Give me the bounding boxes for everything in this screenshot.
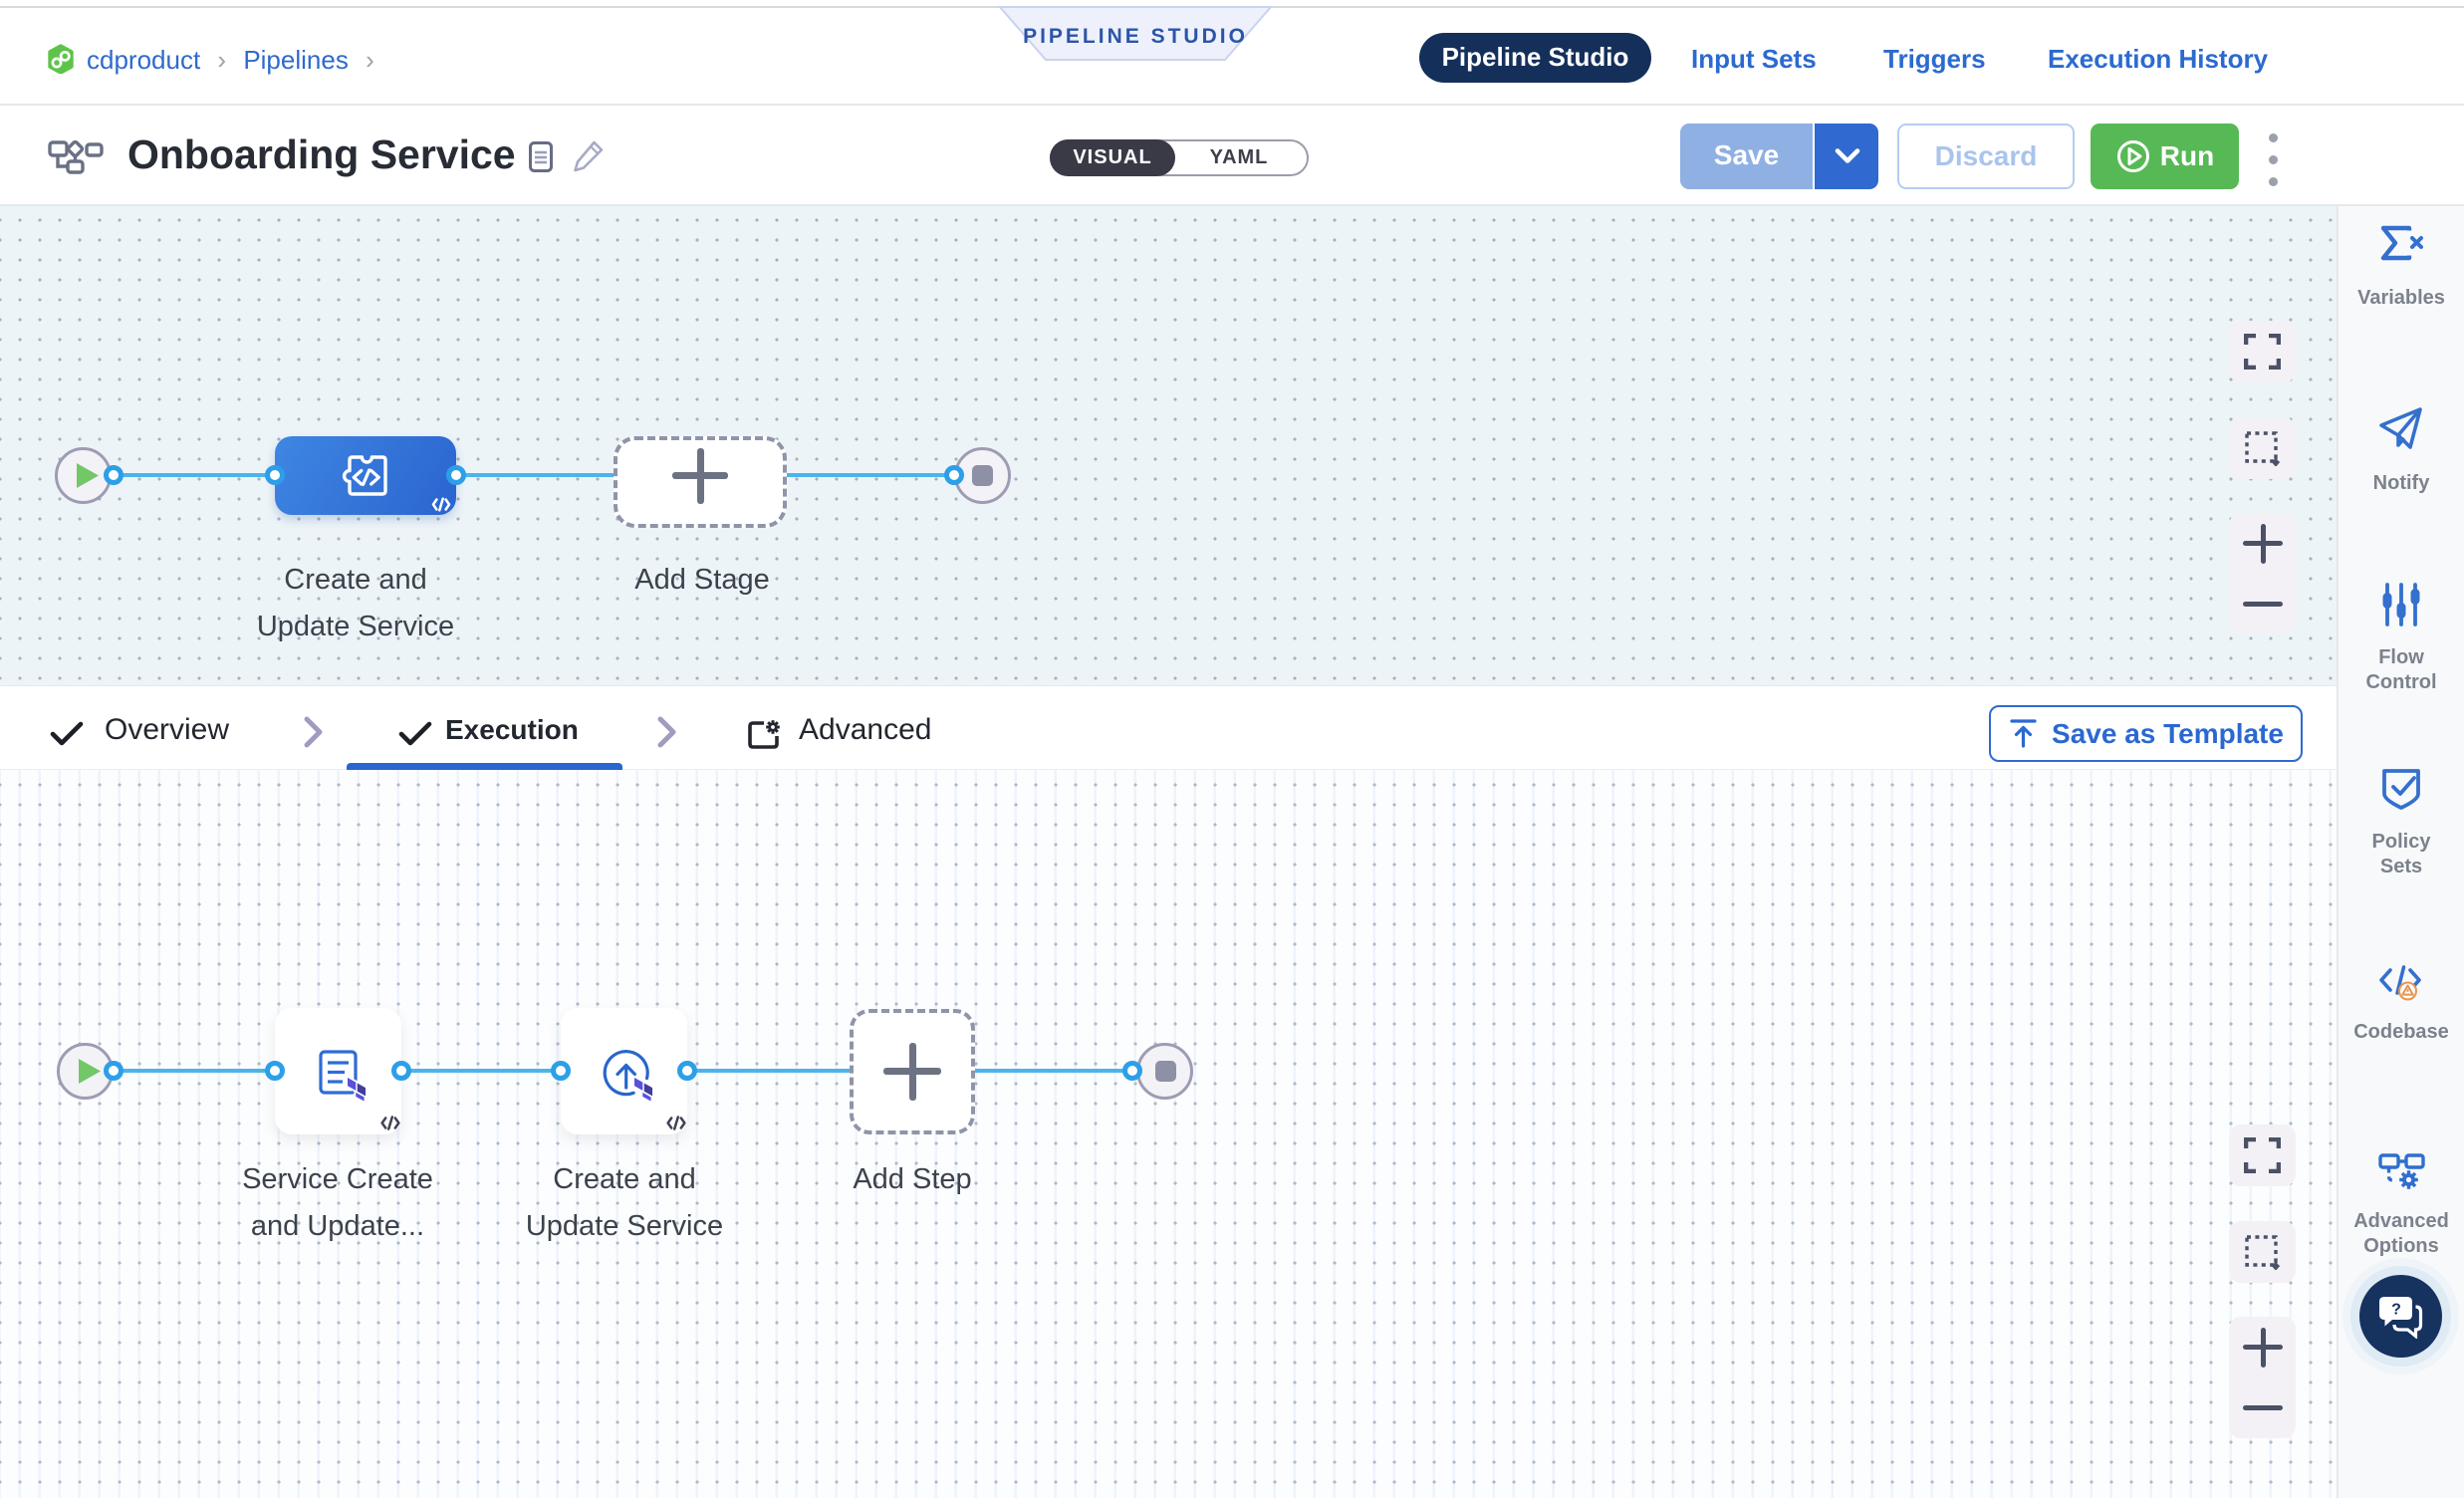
svg-text:?: ?: [2391, 1301, 2401, 1318]
svg-text:PIPELINE STUDIO: PIPELINE STUDIO: [1023, 25, 1248, 48]
